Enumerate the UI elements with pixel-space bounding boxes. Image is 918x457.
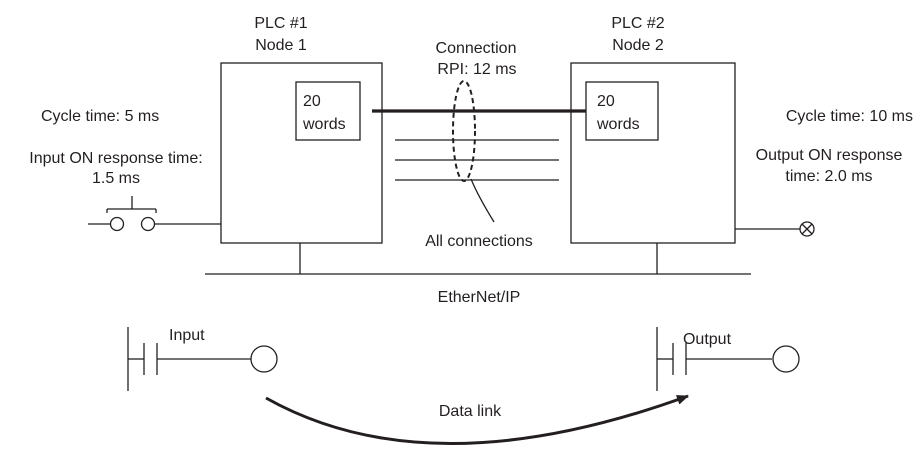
input-ladder-rung <box>127 327 278 391</box>
input-coil-icon <box>250 345 278 373</box>
plc1-words-value: 20 <box>303 93 321 110</box>
input-response-time: Input ON response time: <box>29 150 202 167</box>
plc2-block: PLC #2 Node 2 20 words <box>570 15 736 244</box>
data-link-label: Data link <box>439 403 502 420</box>
input-response-value: 1.5 ms <box>92 170 140 187</box>
plc1-box <box>220 62 383 244</box>
plc2-title: PLC #2 <box>611 15 664 32</box>
output-response-time: Output ON response <box>756 147 903 164</box>
connections-ellipse <box>452 80 476 182</box>
plc1-words-box <box>295 81 361 141</box>
plc1-cycle-time: Cycle time: 5 ms <box>41 108 159 125</box>
output-lamp-icon <box>735 221 815 237</box>
data-link-arrow <box>265 394 689 445</box>
plc2-cycle-time: Cycle time: 10 ms <box>786 108 913 125</box>
plc2-box <box>570 62 736 244</box>
all-connections-label: All connections <box>425 233 533 250</box>
output-label: Output <box>683 331 732 348</box>
connection-label: Connection <box>436 40 517 57</box>
input-switch-icon <box>88 196 221 232</box>
output-coil-icon <box>772 345 800 373</box>
output-response-value: time: 2.0 ms <box>785 168 872 185</box>
plc1-title: PLC #1 <box>254 15 307 32</box>
rpi-label: RPI: 12 ms <box>437 61 516 78</box>
plc1-node-label: Node 1 <box>255 37 307 54</box>
ethernet-ip-label: EtherNet/IP <box>438 289 521 306</box>
plc2-words-value: 20 <box>597 93 615 110</box>
output-ladder-rung <box>656 327 800 391</box>
input-label: Input <box>169 327 205 344</box>
plc1-block: PLC #1 Node 1 20 words <box>220 15 383 244</box>
plc1-words-unit: words <box>302 116 346 133</box>
plc2-node-label: Node 2 <box>612 37 664 54</box>
plc2-words-unit: words <box>596 116 640 133</box>
all-connections-leader <box>470 178 495 223</box>
